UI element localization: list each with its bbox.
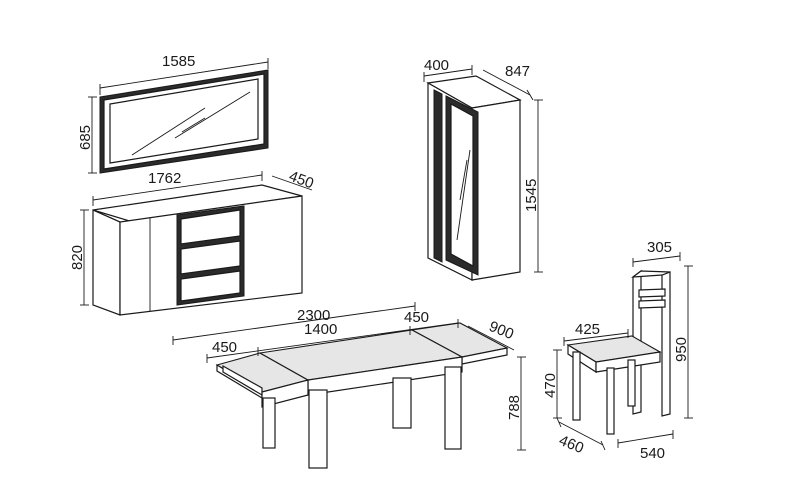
chair-seat-width-label: 425 bbox=[575, 321, 600, 338]
sideboard-height-dimension bbox=[80, 209, 89, 306]
chair-depth-label: 460 bbox=[557, 432, 587, 457]
table-leaf-core-dimension bbox=[206, 319, 459, 363]
table-leg bbox=[262, 397, 276, 449]
cabinet-width-dimension bbox=[423, 65, 473, 82]
chair-height-dimension bbox=[684, 265, 693, 419]
chair-drawing bbox=[566, 269, 671, 435]
chair-seat-width-dimension bbox=[563, 329, 629, 346]
chair-width-label: 540 bbox=[640, 445, 665, 462]
sideboard-side bbox=[92, 209, 121, 316]
table-drawing bbox=[215, 322, 509, 469]
sideboard-width-label: 1762 bbox=[148, 170, 181, 187]
sideboard-depth-dimension bbox=[271, 175, 313, 191]
sideboard-drawing bbox=[92, 184, 303, 316]
cabinet-reflection-line bbox=[456, 149, 471, 241]
mirror-reflection-line bbox=[174, 91, 251, 139]
table-leaf-left-label: 450 bbox=[212, 339, 237, 356]
chair-seat-height-label: 470 bbox=[542, 373, 559, 398]
chair-leg bbox=[606, 367, 615, 435]
chair-back-width-dimension bbox=[632, 252, 681, 267]
chair-leg bbox=[627, 359, 636, 407]
chair-width-dimension bbox=[617, 430, 674, 448]
mirror-reflection-line bbox=[181, 117, 206, 133]
cabinet-side-trim bbox=[433, 89, 443, 263]
mirror-height-dimension bbox=[88, 96, 97, 174]
chair-seat-height-dimension bbox=[553, 349, 562, 419]
cabinet-drawing bbox=[426, 75, 522, 281]
cabinet-glass-panel bbox=[450, 102, 474, 268]
sideboard-drawer bbox=[180, 240, 241, 275]
sideboard-width-dimension bbox=[92, 171, 263, 206]
chair-back-width-label: 305 bbox=[647, 239, 672, 256]
table-extended-dimension bbox=[172, 302, 416, 345]
sideboard-drawer bbox=[180, 209, 241, 245]
chair-height-label: 950 bbox=[673, 337, 690, 362]
sideboard-height-label: 820 bbox=[69, 245, 86, 270]
mirror-drawing bbox=[99, 69, 269, 174]
table-leg bbox=[308, 389, 328, 469]
table-core-label: 1400 bbox=[304, 321, 337, 338]
table-leaf-right-label: 450 bbox=[404, 309, 429, 326]
table-leg bbox=[392, 377, 412, 429]
cabinet-depth-dimension bbox=[482, 69, 534, 101]
mirror-width-dimension bbox=[99, 58, 269, 95]
chair-depth-dimension bbox=[556, 417, 606, 451]
mirror-width-label: 1585 bbox=[162, 53, 195, 70]
mirror-reflection-line bbox=[131, 107, 206, 156]
table-height-dimension bbox=[517, 356, 526, 451]
table-left-leaf-support bbox=[222, 364, 263, 397]
sideboard-depth-label: 450 bbox=[287, 168, 316, 193]
cabinet-front bbox=[471, 99, 521, 281]
sideboard-drawer bbox=[180, 270, 241, 302]
chair-leg bbox=[572, 351, 581, 421]
table-extended-label: 2300 bbox=[297, 307, 330, 324]
table-depth-dimension bbox=[467, 325, 515, 351]
mirror-height-label: 685 bbox=[77, 125, 94, 150]
table-height-label: 788 bbox=[506, 395, 523, 420]
cabinet-height-label: 1545 bbox=[523, 179, 540, 212]
chair-back-top bbox=[631, 270, 671, 278]
cabinet-height-dimension bbox=[534, 99, 543, 273]
cabinet-width-label: 400 bbox=[424, 57, 449, 74]
cabinet-reflection-line bbox=[459, 159, 468, 201]
table-leg bbox=[444, 366, 462, 450]
chair-back-slat bbox=[638, 299, 666, 309]
cabinet-depth-label: 847 bbox=[505, 63, 530, 80]
chair-back-slat bbox=[638, 288, 666, 298]
